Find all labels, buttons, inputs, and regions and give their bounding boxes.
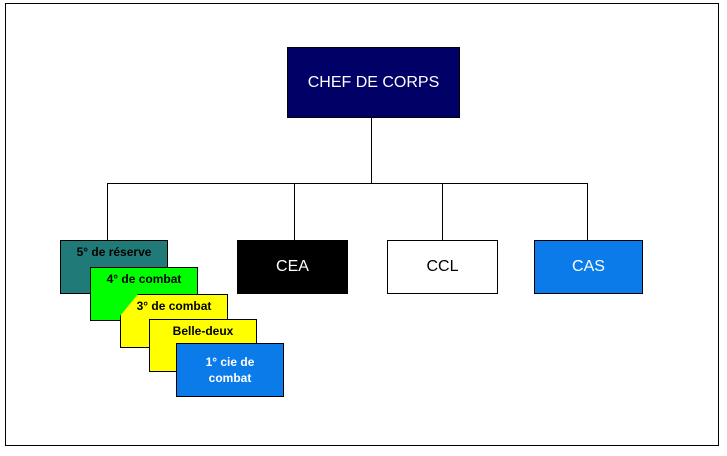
node-ccl-label: CCL [426, 258, 459, 275]
connector-drop-ccl [442, 183, 443, 240]
node-cas-label: CAS [572, 258, 605, 275]
connector-drop-cea [294, 183, 295, 240]
connector-drop-companies [107, 183, 108, 240]
node-chef-de-corps-label: CHEF DE CORPS [307, 73, 440, 91]
node-chef-de-corps: CHEF DE CORPS [287, 47, 460, 118]
card-5e-de-reserve-label: 5° de réserve [76, 245, 152, 259]
card-3e-de-combat-label: 3° de combat [136, 299, 212, 313]
card-fold-corner [120, 294, 138, 316]
node-cea: CEA [237, 240, 348, 294]
connector-horizontal [107, 183, 588, 184]
connector-drop-cas [587, 183, 588, 240]
card-4e-de-combat-label: 4° de combat [106, 272, 182, 286]
card-1e-cie-de-combat: 1° cie de combat [176, 343, 284, 397]
connector-top-vertical [371, 118, 372, 184]
node-cas: CAS [534, 240, 643, 294]
node-ccl: CCL [387, 240, 498, 294]
card-1e-cie-de-combat-label: 1° cie de combat [205, 355, 255, 385]
node-cea-label: CEA [276, 258, 309, 275]
card-belle-deux-label: Belle-deux [172, 324, 234, 338]
